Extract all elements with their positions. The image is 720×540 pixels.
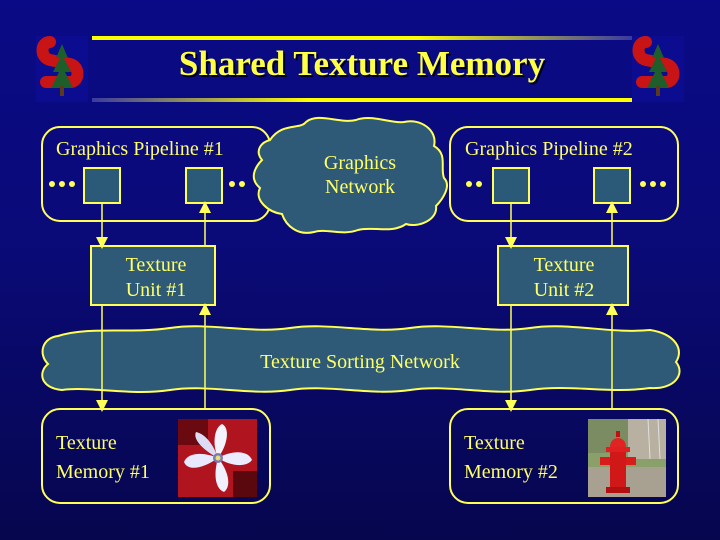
graphics-network-label-line1: Graphics [323, 152, 397, 174]
texture-unit-1-box [90, 245, 216, 306]
texture-memory-2-label-line1: Texture [464, 432, 525, 454]
texture-memory-1-label-line1: Texture [56, 432, 117, 454]
texture-unit-2-label-line2: Unit #2 [533, 279, 595, 301]
stanford-logo-left [36, 36, 88, 102]
title-bar-top [92, 36, 632, 40]
pipeline-2-box [449, 126, 679, 222]
pipeline-2-dots-left [466, 181, 482, 187]
pipeline-2-stage-a [492, 167, 530, 204]
texture-unit-1-label-line2: Unit #1 [125, 279, 187, 301]
texture-unit-2-label-line1: Texture [533, 254, 595, 276]
pipeline-2-dots-right [640, 181, 666, 187]
texture-memory-1-box [41, 408, 271, 504]
texture-unit-2-box [497, 245, 629, 306]
pipeline-2-label: Graphics Pipeline #2 [465, 138, 633, 160]
texture-sorting-network-cloud [41, 325, 681, 393]
fire-hydrant-texture-image [588, 418, 666, 497]
texture-memory-2-label-line2: Memory #2 [464, 461, 558, 483]
texture-sorting-network-label: Texture Sorting Network [260, 351, 460, 373]
texture-unit-1-label-line1: Texture [125, 254, 187, 276]
pipeline-2-stage-b [593, 167, 631, 204]
texture-memory-1-label-line2: Memory #1 [56, 461, 150, 483]
pipeline-1-dots-right [229, 181, 245, 187]
graphics-network-label-line2: Network [325, 176, 395, 198]
stanford-logo-right [632, 36, 684, 102]
slide-title: Shared Texture Memory [178, 44, 546, 83]
graphics-network-cloud [252, 117, 448, 234]
pipeline-1-dots-left [49, 181, 75, 187]
flower-texture-image [178, 419, 257, 497]
pipeline-1-stage-a [83, 167, 121, 204]
texture-memory-2-box [449, 408, 679, 504]
pipeline-1-stage-b [185, 167, 223, 204]
title-bar-bottom [92, 98, 632, 102]
pipeline-1-label: Graphics Pipeline #1 [56, 138, 224, 160]
